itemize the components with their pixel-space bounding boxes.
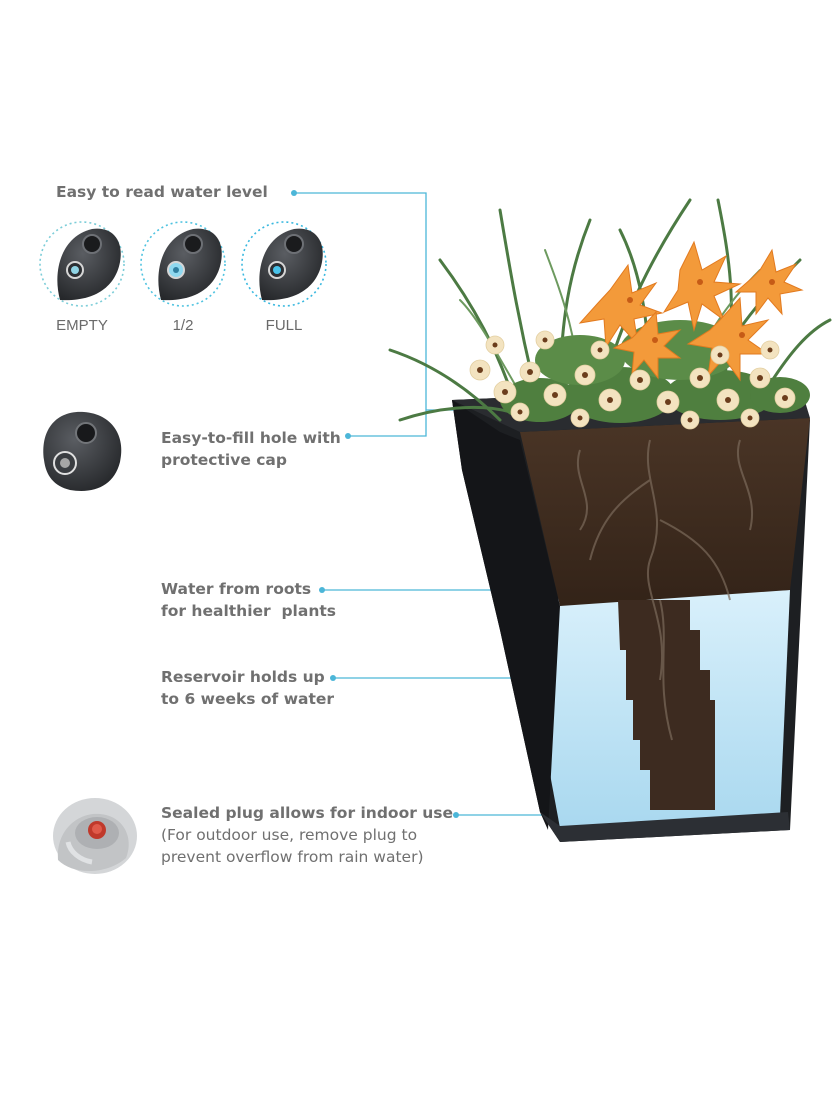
leader-water-level: [293, 192, 427, 437]
plug-note-line-2: prevent overflow from rain water): [161, 848, 424, 866]
lily-flowers: [578, 240, 804, 382]
roots-line-1: Water from roots: [161, 580, 312, 598]
fill-hole-line-2: protective cap: [161, 451, 287, 469]
reservoir-callout: Reservoir holds up to 6 weeks of water: [161, 666, 334, 710]
planter-illustration: [452, 385, 810, 842]
leader-dots: [291, 190, 459, 818]
roots-callout: Water from roots for healthier plants: [161, 578, 336, 622]
plug-note-line-1: (For outdoor use, remove plug to: [161, 826, 418, 844]
reservoir-line-2: to 6 weeks of water: [161, 690, 335, 708]
indicator-empty-icon: [39, 221, 125, 307]
indicator-half-icon: [140, 221, 226, 307]
fill-hole-line-1: Easy-to-fill hole with: [161, 429, 341, 447]
indicator-half-label: 1/2: [172, 317, 194, 334]
fill-hole-cap-icon: [43, 411, 122, 491]
roots-line-2: for healthier plants: [161, 602, 336, 620]
plug-callout: Sealed plug allows for indoor use (For o…: [161, 802, 453, 868]
fill-hole-callout: Easy-to-fill hole with protective cap: [161, 427, 341, 471]
sealed-plug-icon: [53, 798, 137, 874]
indicator-full-icon: [241, 221, 327, 307]
plug-title: Sealed plug allows for indoor use: [161, 804, 454, 822]
water-level-heading: Easy to read water level: [56, 183, 268, 201]
indicator-empty-label: EMPTY: [56, 317, 108, 334]
daisy-flowers: [469, 330, 796, 430]
indicator-full-label: FULL: [265, 317, 303, 334]
reservoir-line-1: Reservoir holds up: [161, 668, 325, 686]
